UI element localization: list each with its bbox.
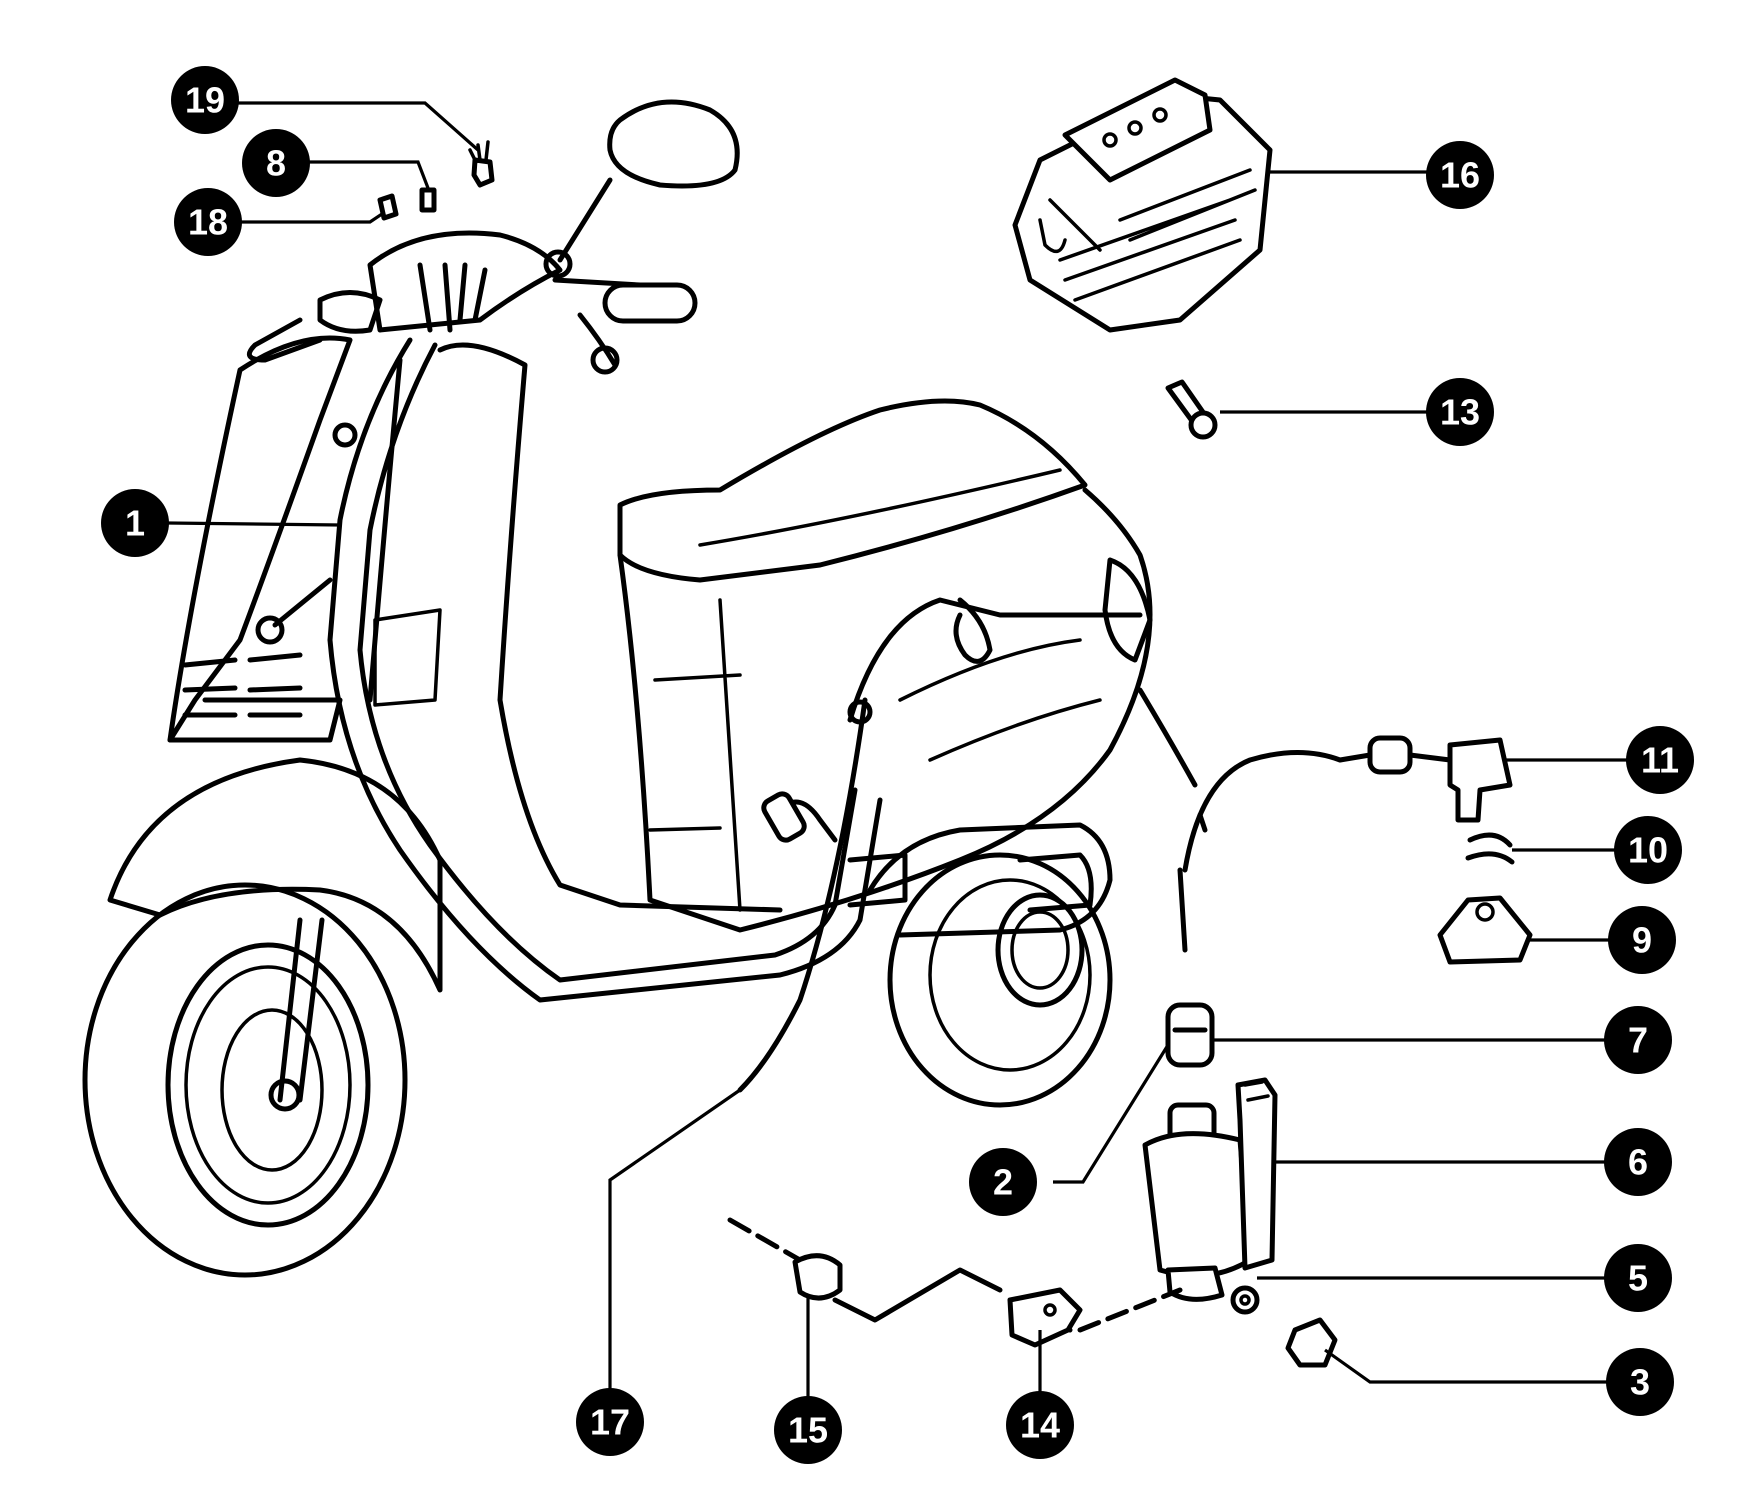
part-switch-clip <box>419 187 437 213</box>
callout-7: 7 <box>1604 1006 1672 1074</box>
part-ignition-coil <box>1142 1077 1278 1302</box>
part-nut <box>1285 1317 1338 1368</box>
callout-9: 9 <box>1608 906 1676 974</box>
svg-text:9: 9 <box>1632 920 1652 961</box>
svg-text:14: 14 <box>1020 1405 1060 1446</box>
callout-16: 16 <box>1426 141 1494 209</box>
part-regulator <box>1012 77 1273 333</box>
callout-8: 8 <box>242 129 310 197</box>
svg-text:19: 19 <box>185 80 225 121</box>
leader-lines <box>167 101 1628 1435</box>
callout-18: 18 <box>174 188 242 256</box>
part-washer <box>1230 1285 1260 1315</box>
callout-2: 2 <box>969 1148 1037 1216</box>
callout-14: 14 <box>1006 1391 1074 1459</box>
callout-13: 13 <box>1426 378 1494 446</box>
callout-1: 1 <box>101 489 169 557</box>
part-rubber-boot <box>1437 895 1533 965</box>
callout-15: 15 <box>774 1396 842 1464</box>
svg-text:10: 10 <box>1628 830 1668 871</box>
part-connector <box>1165 1002 1215 1068</box>
callout-5: 5 <box>1604 1244 1672 1312</box>
svg-text:16: 16 <box>1440 155 1480 196</box>
callout-3: 3 <box>1606 1348 1674 1416</box>
svg-text:15: 15 <box>788 1410 828 1451</box>
svg-text:2: 2 <box>993 1162 1013 1203</box>
svg-text:17: 17 <box>590 1402 630 1443</box>
svg-text:8: 8 <box>266 143 286 184</box>
svg-text:6: 6 <box>1628 1142 1648 1183</box>
callout-19: 19 <box>171 66 239 134</box>
svg-text:5: 5 <box>1628 1258 1648 1299</box>
callout-6: 6 <box>1604 1128 1672 1196</box>
part-bolt <box>1165 379 1218 440</box>
part-terminal <box>377 193 399 221</box>
svg-text:1: 1 <box>125 503 145 544</box>
callout-11: 11 <box>1626 726 1694 794</box>
svg-text:3: 3 <box>1630 1362 1650 1403</box>
svg-text:11: 11 <box>1641 740 1679 781</box>
svg-text:7: 7 <box>1628 1020 1648 1061</box>
callout-17: 17 <box>576 1388 644 1456</box>
part-ground-cable <box>727 1217 1183 1348</box>
svg-text:13: 13 <box>1440 392 1480 433</box>
part-bulb-small <box>468 140 495 188</box>
svg-text:18: 18 <box>188 202 228 243</box>
callout-10: 10 <box>1614 816 1682 884</box>
callouts: 19 8 18 16 13 1 11 10 <box>101 66 1694 1464</box>
scooter-illustration <box>82 99 1453 1278</box>
part-ht-cap <box>1447 737 1513 823</box>
part-spring-clip <box>1465 832 1515 865</box>
